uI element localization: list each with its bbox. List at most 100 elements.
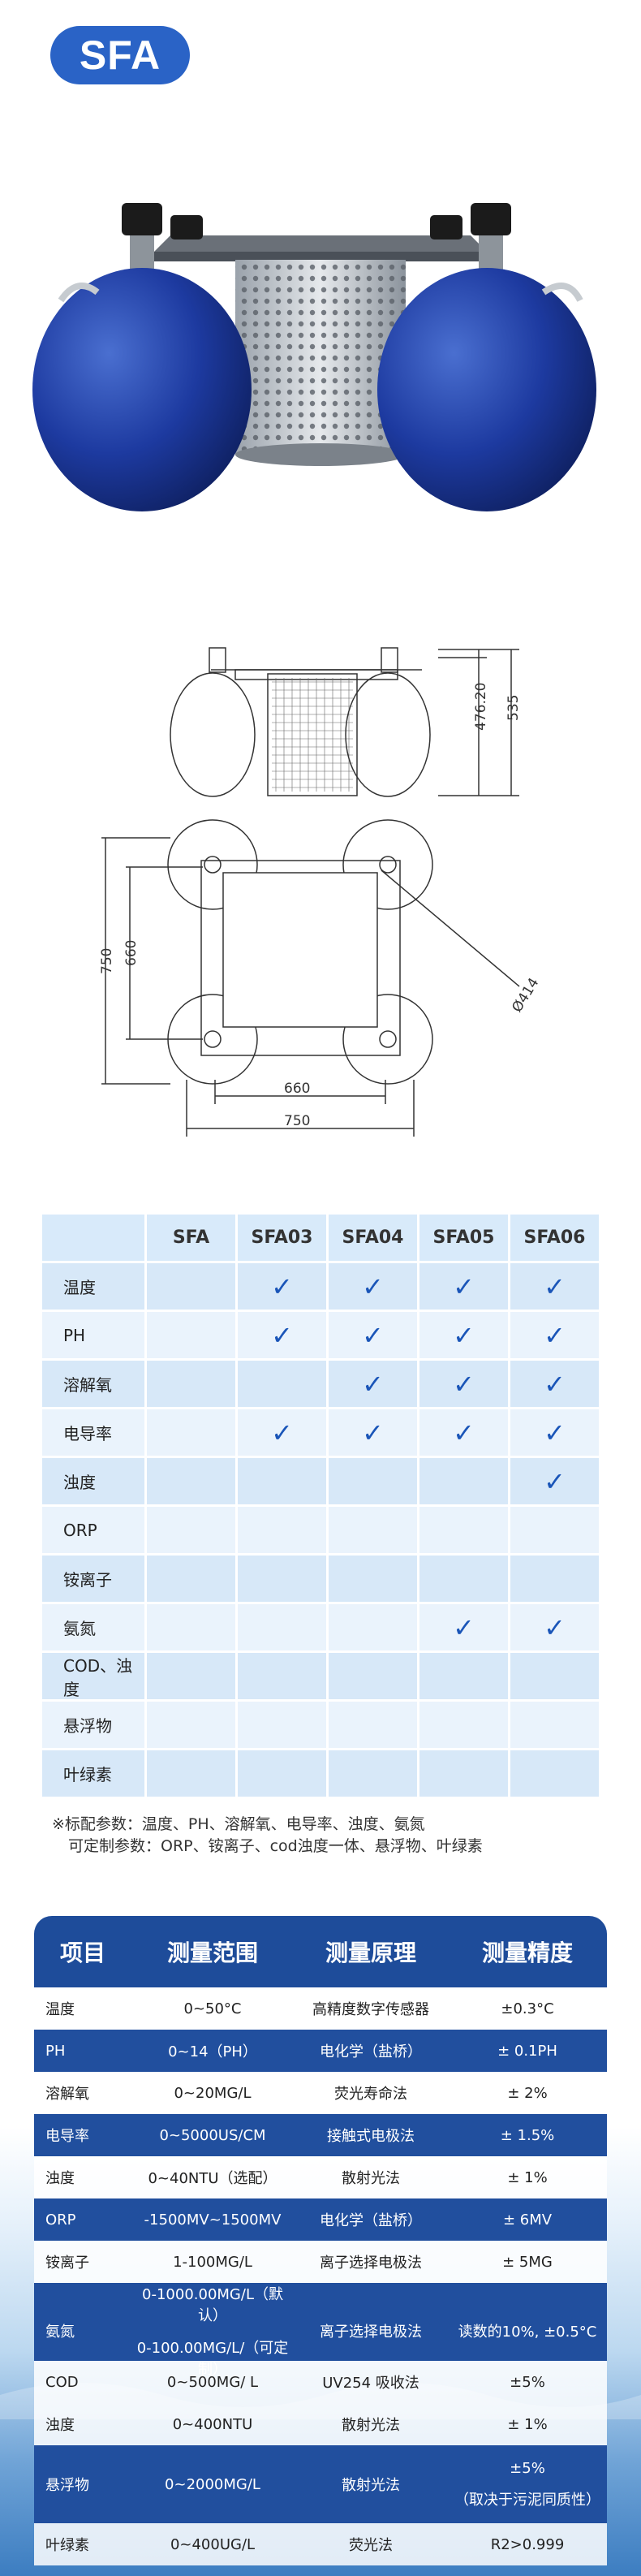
comparison-row-label: ORP bbox=[42, 1507, 144, 1553]
spec-row-chlorophyll: 叶绿素 0~400UG/L 荧光法 R2>0.999 bbox=[34, 2523, 607, 2565]
spec-accuracy-note: （取决于污泥同质性） bbox=[454, 2491, 600, 2509]
spec-header-accuracy: 测量精度 bbox=[481, 1940, 573, 1966]
check-icon: ✓ bbox=[362, 1271, 384, 1302]
check-icon: ✓ bbox=[453, 1612, 475, 1643]
comparison-cell bbox=[238, 1458, 326, 1504]
check-icon: ✓ bbox=[362, 1319, 384, 1351]
spec-range: 0-1000.00MG/L（默认） 0-100.00MG/L/（可定制） bbox=[131, 2283, 294, 2379]
comparison-row-label: 溶解氧 bbox=[42, 1361, 144, 1407]
check-icon: ✓ bbox=[453, 1271, 475, 1302]
spec-accuracy: ± 5MG bbox=[502, 2253, 553, 2271]
comparison-cell bbox=[419, 1653, 508, 1699]
comparison-cell: ✓ bbox=[510, 1263, 599, 1310]
spec-range: 0~400NTU bbox=[172, 2415, 253, 2433]
check-icon: ✓ bbox=[544, 1417, 566, 1448]
comparison-cell bbox=[238, 1750, 326, 1797]
dim-750-vertical: 750 bbox=[99, 948, 115, 974]
spec-principle: 散射光法 bbox=[342, 2170, 400, 2187]
comparison-cell bbox=[147, 1702, 235, 1748]
comparison-row-label: 电导率 bbox=[42, 1409, 144, 1456]
comparison-cell: ✓ bbox=[510, 1312, 599, 1358]
comparison-cell bbox=[238, 1556, 326, 1602]
comparison-row-label: 悬浮物 bbox=[42, 1702, 144, 1748]
check-icon: ✓ bbox=[271, 1319, 293, 1351]
spec-range: 0~500MG/ L bbox=[166, 2373, 259, 2391]
spec-range-default: 0-1000.00MG/L（默认） bbox=[142, 2286, 283, 2324]
spec-item: 浊度 bbox=[45, 2170, 75, 2187]
spec-accuracy: R2>0.999 bbox=[490, 2535, 565, 2553]
check-icon: ✓ bbox=[544, 1612, 566, 1643]
comparison-cell bbox=[147, 1556, 235, 1602]
spec-range: 1-100MG/L bbox=[173, 2253, 252, 2271]
check-icon: ✓ bbox=[453, 1368, 475, 1400]
dim-height-1: 476.20 bbox=[473, 683, 489, 731]
spec-range: 0~5000US/CM bbox=[159, 2126, 266, 2144]
comparison-cell bbox=[329, 1653, 417, 1699]
dim-660-vertical: 660 bbox=[123, 940, 140, 966]
dim-height-2: 535 bbox=[505, 695, 522, 721]
comparison-cell: ✓ bbox=[329, 1312, 417, 1358]
dim-750-horizontal: 750 bbox=[284, 1113, 310, 1129]
spec-accuracy-value: ±5% bbox=[510, 2459, 545, 2477]
comparison-cell: ✓ bbox=[510, 1361, 599, 1407]
spec-header-range: 测量范围 bbox=[166, 1940, 258, 1966]
comparison-cell bbox=[510, 1507, 599, 1553]
spec-row: 电导率 0~5000US/CM 接触式电极法 ± 1.5% bbox=[34, 2114, 607, 2156]
comparison-cell: ✓ bbox=[419, 1312, 508, 1358]
spec-range-custom: 0-100.00MG/L/（可定制） bbox=[136, 2340, 289, 2378]
spec-item: PH bbox=[45, 2042, 66, 2060]
comparison-cell bbox=[419, 1556, 508, 1602]
spec-principle: 高精度数字传感器 bbox=[312, 2001, 429, 2018]
spec-range: 0~40NTU（选配） bbox=[148, 2170, 277, 2187]
comparison-header-model: SFA05 bbox=[419, 1215, 508, 1261]
comparison-cell bbox=[147, 1750, 235, 1797]
comparison-cell bbox=[147, 1361, 235, 1407]
spec-accuracy: ± 1.5% bbox=[500, 2126, 555, 2144]
check-icon: ✓ bbox=[453, 1417, 475, 1448]
comparison-cell bbox=[238, 1702, 326, 1748]
comparison-cell bbox=[510, 1750, 599, 1797]
check-icon: ✓ bbox=[544, 1368, 566, 1400]
spec-item: 电导率 bbox=[45, 2128, 89, 2145]
spec-principle: 离子选择电极法 bbox=[320, 2255, 422, 2272]
spec-header-item: 项目 bbox=[59, 1940, 105, 1966]
comparison-header-model: SFA03 bbox=[238, 1215, 326, 1261]
check-icon: ✓ bbox=[271, 1271, 293, 1302]
comparison-header-model: SFA04 bbox=[329, 1215, 417, 1261]
spec-principle: UV254 吸收法 bbox=[322, 2375, 419, 2392]
comparison-cell bbox=[238, 1604, 326, 1650]
check-icon: ✓ bbox=[362, 1368, 384, 1400]
comparison-cell bbox=[329, 1458, 417, 1504]
comparison-cell bbox=[419, 1458, 508, 1504]
spec-item: 温度 bbox=[45, 2001, 75, 2018]
comparison-cell: ✓ bbox=[238, 1263, 326, 1310]
spec-accuracy: ±0.3°C bbox=[501, 2000, 554, 2017]
comparison-row-label: 温度 bbox=[42, 1263, 144, 1310]
dim-660-horizontal: 660 bbox=[284, 1081, 310, 1097]
spec-accuracy: ± 6MV bbox=[502, 2211, 553, 2229]
comparison-header-corner bbox=[42, 1215, 144, 1261]
spec-range: 0~400UG/L bbox=[170, 2535, 256, 2553]
comparison-cell bbox=[147, 1312, 235, 1358]
check-icon: ✓ bbox=[544, 1271, 566, 1302]
comparison-cell bbox=[419, 1702, 508, 1748]
comparison-cell: ✓ bbox=[238, 1409, 326, 1456]
check-icon: ✓ bbox=[544, 1319, 566, 1351]
spec-principle: 散射光法 bbox=[342, 2417, 400, 2434]
spec-accuracy: ± 1% bbox=[507, 2168, 548, 2186]
spec-principle: 接触式电极法 bbox=[327, 2128, 415, 2145]
comparison-cell: ✓ bbox=[510, 1409, 599, 1456]
comparison-cell bbox=[329, 1702, 417, 1748]
top-view bbox=[101, 819, 520, 1137]
comparison-cell bbox=[147, 1604, 235, 1650]
comparison-header-model: SFA06 bbox=[510, 1215, 599, 1261]
check-icon: ✓ bbox=[362, 1417, 384, 1448]
spec-principle: 离子选择电极法 bbox=[320, 2324, 422, 2341]
spec-accuracy: 读数的10%, ±0.5°C bbox=[458, 2324, 597, 2341]
